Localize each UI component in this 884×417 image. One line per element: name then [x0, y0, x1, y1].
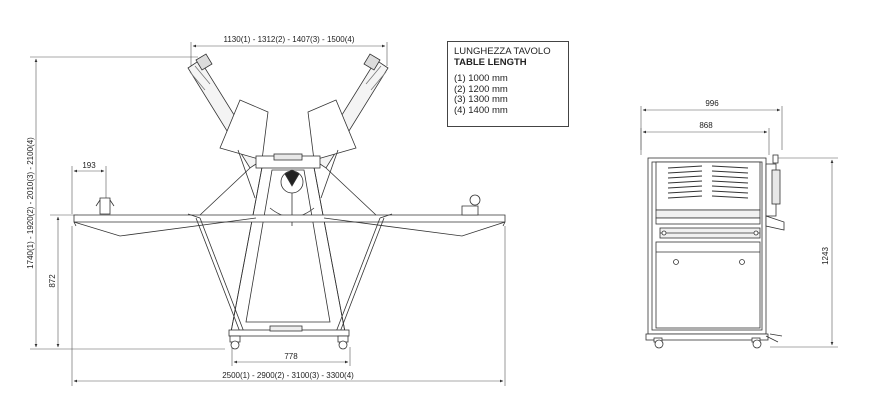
front-view-dimensions — [30, 42, 506, 386]
side-view-dimension-labels: 996 868 1243 — [699, 99, 830, 265]
side-caster-right — [751, 337, 762, 349]
legend-item: (4) 1400 mm — [454, 104, 508, 116]
front-caster-right — [337, 335, 349, 350]
top-span-label: 1130(1) - 1312(2) - 1407(3) - 1500(4) — [223, 35, 354, 44]
legend-item: (1) 1000 mm — [454, 73, 508, 84]
side-caster-left — [653, 337, 664, 349]
front-view-machine — [73, 53, 506, 350]
front-caster-left — [229, 335, 241, 350]
base-width-label: 778 — [284, 352, 298, 361]
table-length-legend: LUNGHEZZA TAVOLO TABLE LENGTH (1) 1000 m… — [447, 41, 569, 127]
inner-depth-label: 868 — [699, 121, 713, 130]
legend-item: (3) 1300 mm — [454, 94, 508, 105]
side-view-machine — [645, 154, 785, 349]
table-height-label: 872 — [48, 274, 57, 288]
side-offset-label: 193 — [82, 161, 96, 170]
front-view-dimension-labels: 1130(1) - 1312(2) - 1407(3) - 1500(4) 17… — [26, 35, 355, 380]
side-view-dimensions — [640, 106, 838, 348]
overall-length-label: 2500(1) - 2900(2) - 3100(3) - 3300(4) — [222, 371, 354, 380]
overall-height-label: 1740(1) - 1920(2) - 2010(3) - 2100(4) — [26, 137, 35, 269]
legend-title-english: TABLE LENGTH — [454, 56, 527, 68]
louver-vents — [667, 165, 749, 199]
legend-item: (2) 1200 mm — [454, 83, 508, 95]
legend-items: (1) 1000 mm (2) 1200 mm (3) 1300 mm (4) … — [454, 73, 562, 116]
side-height-label: 1243 — [821, 247, 830, 265]
legend-title-italian: LUNGHEZZA TAVOLO — [454, 46, 551, 57]
outer-depth-label: 996 — [705, 99, 719, 108]
